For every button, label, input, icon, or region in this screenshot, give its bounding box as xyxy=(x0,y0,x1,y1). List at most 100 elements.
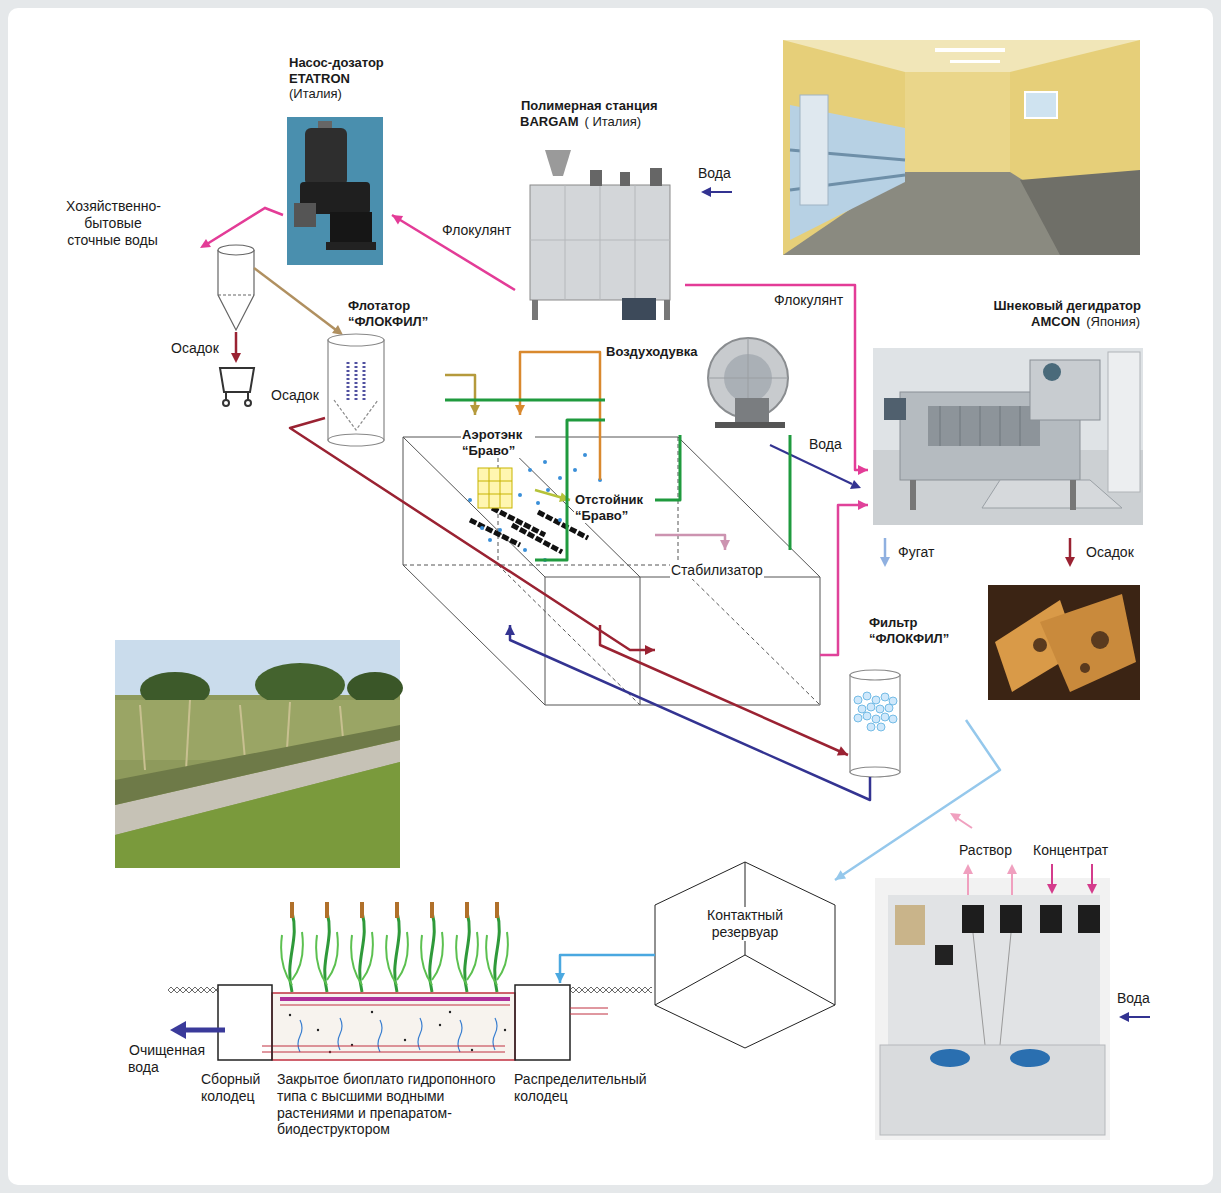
bioplateau-section-part-part xyxy=(504,1029,506,1031)
equipment-node: Воздуходувка xyxy=(605,330,805,435)
filter-media-part xyxy=(863,692,871,700)
dehydrator-photo-part xyxy=(1070,480,1076,510)
node-text: Стабилизатор xyxy=(670,562,764,579)
contact-reservoir-cube-part xyxy=(745,955,835,1005)
flow-path xyxy=(290,418,655,650)
ground-hatch-part xyxy=(168,987,218,993)
concentrate-arrow-part xyxy=(1047,884,1057,894)
text-group: Флотатор “ФЛОКФИЛ” xyxy=(347,298,445,329)
blower-photo-part xyxy=(705,330,800,430)
airlift-part xyxy=(489,468,490,508)
airlift-part xyxy=(500,468,501,508)
tank-compartment: Стабилизатор xyxy=(655,550,820,705)
flocculant-line xyxy=(200,208,283,248)
room-photo-part xyxy=(935,48,1005,52)
bioplateau-section-part-part xyxy=(449,1011,451,1013)
label-box: Фугат xyxy=(897,544,952,561)
bioplateau-section-part-part xyxy=(471,1049,473,1051)
reed-bed-photo-part xyxy=(115,640,400,868)
polymer-station-photo-part xyxy=(635,185,636,300)
water-arrow-part xyxy=(1128,1016,1150,1018)
air-bubbles-part xyxy=(543,460,547,464)
air-bubbles-part xyxy=(583,453,587,457)
flotator-cylinder-part xyxy=(334,400,378,430)
outlet-arrow-part xyxy=(184,1028,225,1033)
reagent-station-photo-part xyxy=(880,1045,1105,1135)
node-heading: Насос-дозатор ETATRON xyxy=(288,55,392,86)
flotator-cylinder-part xyxy=(355,362,358,402)
air-bubbles-part xyxy=(558,476,562,480)
text-group: Насос-дозатор ETATRON(Италия) xyxy=(288,55,392,102)
blower-photo-part xyxy=(735,398,769,424)
label-box: Хозяйственно-бытовые сточные воды xyxy=(62,198,164,248)
dehydrator-photo-part xyxy=(980,406,981,446)
room-photo-part xyxy=(1020,170,1140,255)
room-photo-part xyxy=(800,95,828,205)
bioplateau-section-part-part xyxy=(371,1011,373,1013)
node-text: Закрытое биоплато гидропонного типа с вы… xyxy=(276,1071,508,1138)
flow-path xyxy=(789,435,792,550)
blower-photo xyxy=(705,330,800,430)
polymer-station-photo-part xyxy=(532,300,538,320)
reed-bed-photo-part xyxy=(347,672,403,704)
water-arrow-part xyxy=(710,191,732,193)
sludge-arrow xyxy=(231,332,241,363)
polymer-station-photo-part xyxy=(622,298,656,320)
flow-path xyxy=(560,955,655,983)
filter-cylinder-part xyxy=(850,670,900,680)
arrow-head xyxy=(505,625,515,635)
solution-arrow-part xyxy=(957,818,972,828)
tank-block xyxy=(403,437,820,705)
dehydrator-photo-part xyxy=(982,480,1122,508)
equipment-node: Полимерная станция BARGAM( Италия) xyxy=(515,98,685,326)
flow-line xyxy=(535,490,570,502)
polymer-station-photo-part xyxy=(520,145,680,325)
air-bubbles-part xyxy=(480,526,484,530)
text-group: Воздуходувка xyxy=(605,344,705,360)
arrow-head xyxy=(555,973,565,983)
dehydrator-photo-part xyxy=(928,406,1040,446)
concentrate-arrow-part xyxy=(1091,864,1093,886)
air-bubbles-part xyxy=(558,518,562,522)
plants-part-part xyxy=(395,902,399,918)
tank-compartment: Отстойник “Браво” xyxy=(570,480,655,625)
reagent-station-photo xyxy=(875,878,1110,1140)
dehydrator-photo-part xyxy=(1020,406,1021,446)
room-photo-part xyxy=(783,40,1140,255)
filter-media-part xyxy=(881,693,889,701)
dehydrator-photo-part xyxy=(910,480,916,510)
settler-cone-part xyxy=(218,250,254,330)
flow-line xyxy=(655,435,680,500)
flotator-cylinder-part xyxy=(363,362,366,402)
node-heading: Флотатор “ФЛОКФИЛ” xyxy=(347,298,445,329)
reservoir-node: Контактный резервуар xyxy=(655,862,835,1048)
bioplateau-section-part-part xyxy=(404,1039,406,1041)
dehydrator-photo-part xyxy=(1108,352,1140,492)
solution-arrow xyxy=(950,813,1017,895)
sludge-cart-part xyxy=(245,400,251,406)
reagent-station-photo-part xyxy=(973,933,985,1045)
equipment-node: Фильтр “ФЛОКФИЛ” xyxy=(848,615,966,777)
blower-photo-part xyxy=(715,422,785,428)
filter-media-part xyxy=(877,723,885,731)
flow-path xyxy=(535,420,605,560)
node-heading: Отстойник “Браво” xyxy=(574,492,654,523)
reed-bed-photo-part xyxy=(140,705,145,770)
inlet-pipe-part xyxy=(570,1014,608,1015)
wastewater-line xyxy=(254,268,343,335)
reagent-station-photo-part xyxy=(962,905,984,933)
distribution-well-part xyxy=(515,985,570,1060)
flow-line xyxy=(505,625,870,800)
air-bubbles-part xyxy=(536,501,540,505)
sludge-arrow-part xyxy=(231,353,241,363)
flow-path xyxy=(685,285,868,470)
bioplateau-section-part xyxy=(289,1011,506,1053)
flotator-cylinder-part xyxy=(347,362,350,402)
polymer-station-photo-part xyxy=(600,185,601,300)
pump-photo-part xyxy=(287,117,383,265)
airlift-part xyxy=(478,481,512,482)
filter-media-part xyxy=(889,715,897,723)
equipment-node: Шнековый дегидратор AMCON(Япония) xyxy=(868,298,1145,526)
